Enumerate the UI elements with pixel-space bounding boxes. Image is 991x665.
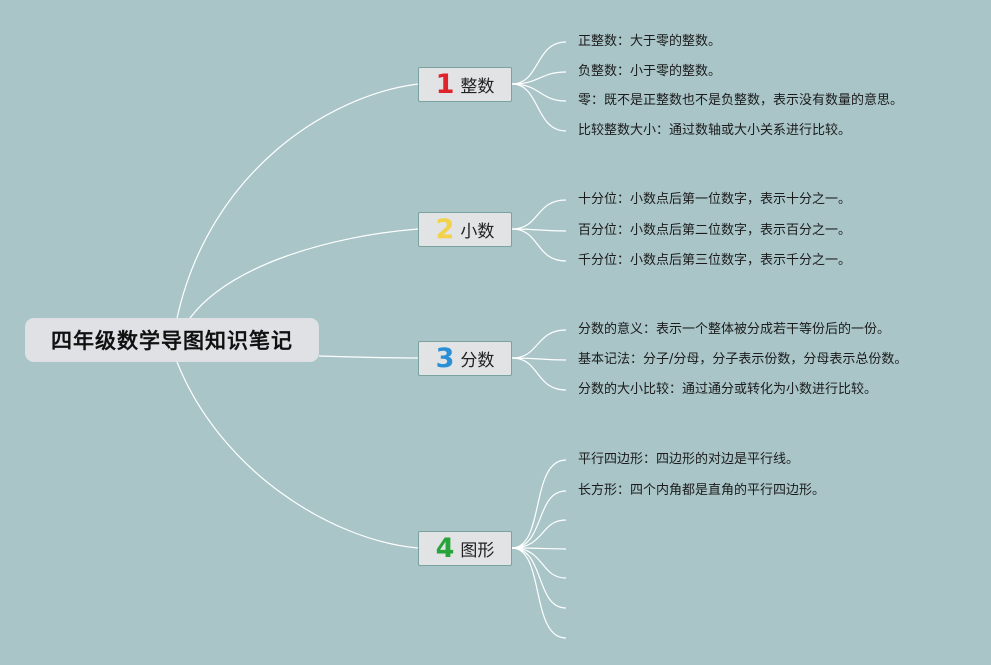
leaf-fraction-notation[interactable]: 基本记法：分子/分母，分子表示份数，分母表示总份数。 xyxy=(578,352,908,367)
leaf-parallelogram[interactable]: 平行四边形：四边形的对边是平行线。 xyxy=(578,452,800,467)
connector-branch3-leaf3 xyxy=(511,357,567,391)
leaf-tenths[interactable]: 十分位：小数点后第一位数字，表示十分之一。 xyxy=(578,192,852,207)
branch-number-1: 1 xyxy=(435,69,455,100)
connector-branch1-leaf1 xyxy=(511,41,567,85)
connector-branch4-leaf1 xyxy=(511,459,567,549)
connector-branch4-leaf7 xyxy=(511,547,567,639)
connector-branch3-leaf1 xyxy=(511,329,567,359)
leaf-fraction-compare[interactable]: 分数的大小比较：通过通分或转化为小数进行比较。 xyxy=(578,382,878,397)
connector-branch1-leaf3 xyxy=(511,83,567,102)
branch-label-fractions: 分数 xyxy=(460,351,495,371)
connector-branch2-leaf1 xyxy=(511,199,567,230)
connector-branch4-leaf2 xyxy=(511,490,567,549)
leaf-fraction-meaning[interactable]: 分数的意义：表示一个整体被分成若干等份后的一份。 xyxy=(578,322,891,337)
branch-label-shapes: 图形 xyxy=(460,541,495,561)
connector-root-branch-3 xyxy=(318,355,419,359)
branch-node-shapes[interactable]: 4 图形 xyxy=(418,531,512,566)
root-node[interactable]: 四年级数学导图知识笔记 xyxy=(25,318,319,362)
connector-branch1-leaf2 xyxy=(511,71,567,85)
branch-node-fractions[interactable]: 3 分数 xyxy=(418,341,512,376)
branch-number-4: 4 xyxy=(435,533,455,564)
root-title: 四年级数学导图知识笔记 xyxy=(51,329,293,353)
leaf-positive-integer[interactable]: 正整数：大于零的整数。 xyxy=(578,34,722,49)
branch-label-decimals: 小数 xyxy=(460,222,495,242)
branch-number-3: 3 xyxy=(435,343,455,374)
leaf-zero[interactable]: 零：既不是正整数也不是负整数，表示没有数量的意思。 xyxy=(578,93,904,108)
leaf-negative-integer[interactable]: 负整数：小于零的整数。 xyxy=(578,64,722,79)
connector-branch4-leaf3 xyxy=(511,519,567,549)
connector-root-branch-1 xyxy=(176,83,419,319)
leaf-compare-integers[interactable]: 比较整数大小：通过数轴或大小关系进行比较。 xyxy=(578,123,852,138)
branch-node-decimals[interactable]: 2 小数 xyxy=(418,212,512,247)
connector-root-branch-4 xyxy=(176,361,419,549)
connector-branch4-leaf6 xyxy=(511,547,567,609)
branch-node-integers[interactable]: 1 整数 xyxy=(418,67,512,102)
connector-root-branch-2 xyxy=(189,228,419,319)
branch-label-integers: 整数 xyxy=(460,77,495,97)
leaf-hundredths[interactable]: 百分位：小数点后第二位数字，表示百分之一。 xyxy=(578,223,852,238)
connector-branch4-leaf5 xyxy=(511,547,567,579)
connector-branch2-leaf3 xyxy=(511,228,567,262)
connector-branch1-leaf4 xyxy=(511,83,567,132)
leaf-thousandths[interactable]: 千分位：小数点后第三位数字，表示千分之一。 xyxy=(578,253,852,268)
leaf-rectangle[interactable]: 长方形：四个内角都是直角的平行四边形。 xyxy=(578,483,826,498)
branch-number-2: 2 xyxy=(435,214,455,245)
